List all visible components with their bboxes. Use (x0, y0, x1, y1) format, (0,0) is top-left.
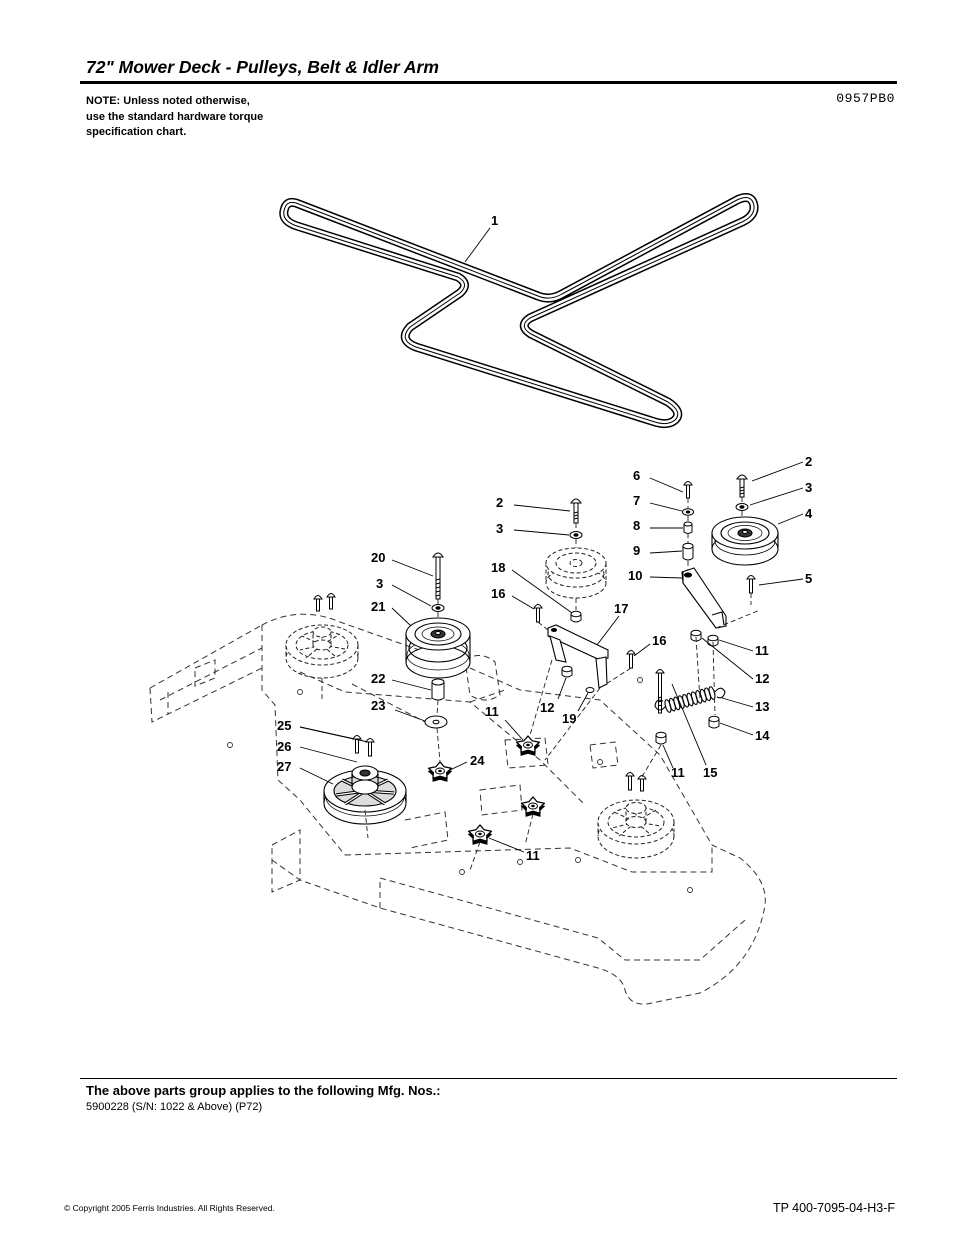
note-line: specification chart. (86, 126, 187, 138)
callout-9: 9 (633, 543, 640, 558)
callout-8: 8 (633, 518, 640, 533)
left-spindle-pulley (285, 624, 359, 679)
callout-21: 21 (371, 599, 385, 614)
callout-15: 15 (703, 765, 717, 780)
page-title: 72" Mower Deck - Pulleys, Belt & Idler A… (86, 57, 439, 77)
callout-23: 23 (371, 698, 385, 713)
callout-12: 12 (755, 671, 769, 686)
callout-16: 16 (652, 633, 666, 648)
callout-11: 11 (485, 704, 499, 719)
star-knobs (427, 735, 546, 845)
carriage-bolts (313, 474, 756, 792)
callout-7: 7 (633, 493, 640, 508)
callout-16: 16 (491, 586, 505, 601)
callout-19: 19 (562, 711, 576, 726)
callout-10: 10 (628, 568, 642, 583)
callout-17: 17 (614, 601, 628, 616)
callout-1: 1 (491, 213, 498, 228)
callout-20: 20 (371, 550, 385, 565)
callout-11: 11 (526, 848, 540, 863)
callout-3: 3 (805, 480, 812, 495)
applicability-heading: The above parts group applies to the fol… (86, 1083, 441, 1098)
idler-pulley-left (405, 617, 471, 679)
deck-mounting-holes (227, 677, 693, 893)
callout-18: 18 (491, 560, 505, 575)
callout-3: 3 (376, 576, 383, 591)
copyright-notice: © Copyright 2005 Ferris Industries. All … (64, 1203, 275, 1213)
assembly-lines (321, 497, 761, 871)
callout-24: 24 (470, 753, 485, 768)
callout-27: 27 (277, 759, 291, 774)
callout-13: 13 (755, 699, 769, 714)
applicability-rule (80, 1078, 897, 1079)
idler-arm-center (547, 624, 609, 689)
callout-26: 26 (277, 739, 291, 754)
callout-25: 25 (277, 718, 291, 733)
note-line: NOTE: Unless noted otherwise, (86, 95, 250, 107)
callout-11: 11 (755, 643, 769, 658)
idler-pulley-right (711, 516, 779, 566)
leader-lines (299, 227, 804, 853)
model-number: 5900228 (S/N: 1022 & Above) (P72) (86, 1101, 263, 1113)
title-rule (80, 81, 897, 84)
callout-22: 22 (371, 671, 385, 686)
drive-pulley (323, 765, 407, 825)
callout-4: 4 (805, 506, 813, 521)
callout-2: 2 (496, 495, 503, 510)
torque-note: NOTE: Unless noted otherwise, use the st… (86, 94, 263, 141)
callout-2: 2 (805, 454, 812, 469)
drive-belt (284, 198, 754, 424)
document-number: TP 400-7095-04-H3-F (772, 1201, 895, 1215)
drawing-code: 0957PB0 (836, 91, 895, 106)
callout-numbers: 1 2 3 4 5 6 7 8 9 10 2 3 18 16 17 16 11 … (277, 213, 813, 863)
note-line: use the standard hardware torque (86, 110, 264, 123)
callout-3: 3 (496, 521, 503, 536)
washers-spacers-nuts (424, 503, 749, 745)
callout-6: 6 (633, 468, 640, 483)
callout-12: 12 (540, 700, 554, 715)
right-spindle-pulley (597, 799, 675, 859)
callout-14: 14 (755, 728, 770, 743)
mower-deck-outline (149, 613, 766, 1005)
idler-arm-right (681, 567, 727, 629)
callout-5: 5 (805, 571, 812, 586)
callout-11: 11 (671, 765, 685, 780)
center-idler-pulley (545, 547, 607, 599)
